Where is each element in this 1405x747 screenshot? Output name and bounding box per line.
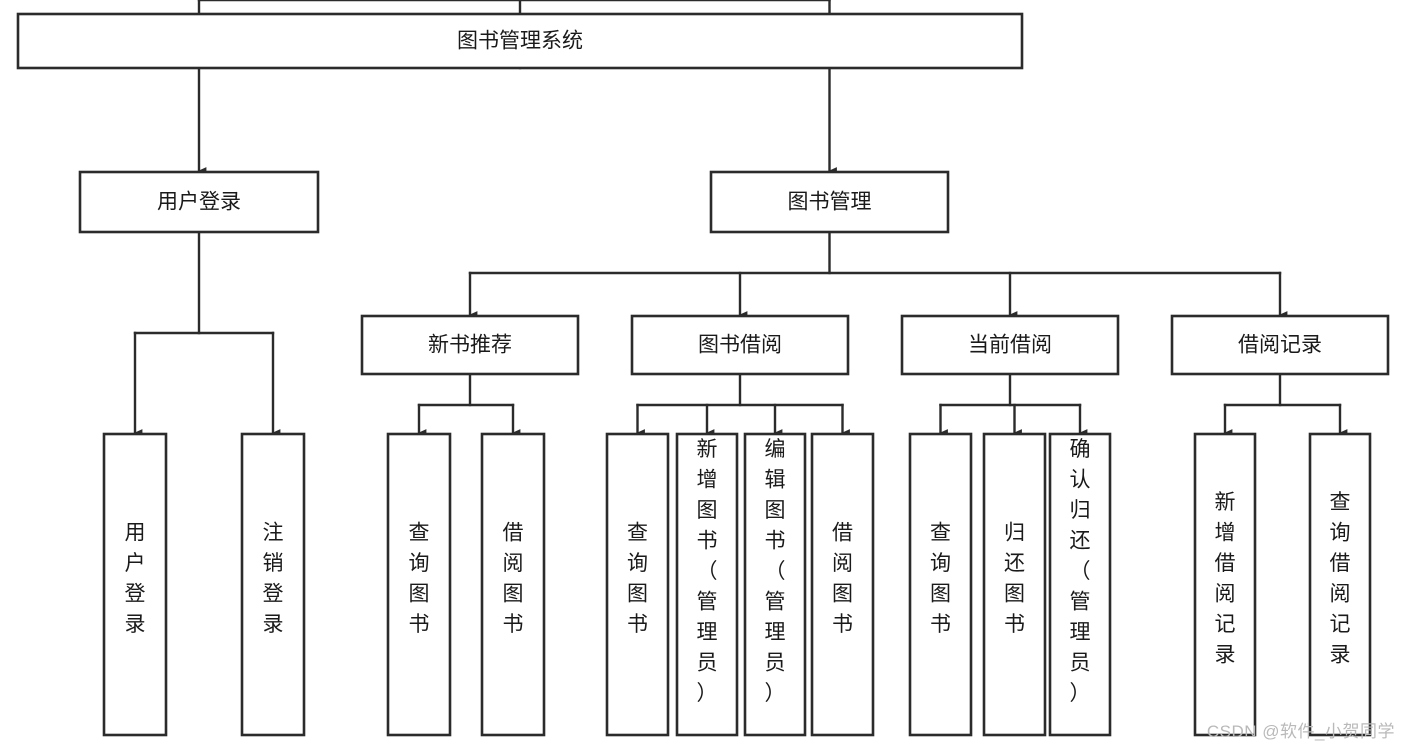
node-box-query-book-2 [605,432,670,737]
node-layer: 图书管理系统用户登录用户登录注销登录图书管理新书推荐查询图书借阅图书图书借阅查询… [16,12,1390,737]
node-label-borrow-book-1: 借阅图书 [503,522,524,637]
node-user-logout[interactable]: 注销登录 [240,432,306,737]
node-box-current-borrow [900,314,1120,376]
node-borrow-book-1[interactable]: 借阅图书 [480,432,546,737]
node-new-book-recommend[interactable]: 新书推荐 [360,314,580,376]
node-label-query-book-1: 查询图书 [409,522,430,637]
node-user-login-do[interactable]: 用户登录 [102,432,168,737]
node-box-book-manage [709,170,950,234]
node-label-confirm-return-admin: 确认归还（管理员） [1070,438,1091,705]
node-box-query-borrow-record [1308,432,1372,737]
node-label-current-borrow: 当前借阅 [968,334,1052,357]
node-box-confirm-return-admin [1048,432,1112,737]
node-label-book-borrow: 图书借阅 [698,334,782,357]
node-label-edit-book-admin: 编辑图书（管理员） [765,438,786,705]
node-borrow-records[interactable]: 借阅记录 [1170,314,1390,376]
node-add-borrow-record[interactable]: 新增借阅记录 [1193,432,1257,737]
node-box-query-book-3 [908,432,973,737]
node-box-user-login-do [102,432,168,737]
node-confirm-return-admin[interactable]: 确认归还（管理员） [1048,432,1112,737]
node-label-new-book-recommend: 新书推荐 [428,334,512,357]
node-label-query-book-2: 查询图书 [627,522,648,637]
node-user-login[interactable]: 用户登录 [78,170,320,234]
node-label-query-book-3: 查询图书 [930,522,951,637]
node-box-add-book-admin [675,432,739,737]
node-box-edit-book-admin [743,432,807,737]
node-box-new-book-recommend [360,314,580,376]
node-box-root [16,12,1024,70]
node-box-borrow-book-1 [480,432,546,737]
node-box-user-logout [240,432,306,737]
node-label-borrow-records: 借阅记录 [1238,334,1322,357]
node-query-borrow-record[interactable]: 查询借阅记录 [1308,432,1372,737]
node-current-borrow[interactable]: 当前借阅 [900,314,1120,376]
node-box-borrow-records [1170,314,1390,376]
node-label-user-logout: 注销登录 [263,522,284,637]
connector-layer [133,0,1348,437]
node-label-add-borrow-record: 新增借阅记录 [1215,491,1236,667]
node-box-user-login [78,170,320,234]
node-label-return-book: 归还图书 [1004,522,1025,637]
node-box-add-borrow-record [1193,432,1257,737]
node-borrow-book-2[interactable]: 借阅图书 [810,432,875,737]
node-edit-book-admin[interactable]: 编辑图书（管理员） [743,432,807,737]
node-box-book-borrow [630,314,850,376]
node-query-book-1[interactable]: 查询图书 [386,432,452,737]
node-label-query-borrow-record: 查询借阅记录 [1330,491,1351,667]
node-book-manage[interactable]: 图书管理 [709,170,950,234]
node-label-user-login-do: 用户登录 [125,522,146,637]
node-query-book-3[interactable]: 查询图书 [908,432,973,737]
node-box-borrow-book-2 [810,432,875,737]
node-book-borrow[interactable]: 图书借阅 [630,314,850,376]
node-label-add-book-admin: 新增图书（管理员） [697,438,718,705]
node-box-return-book [982,432,1047,737]
node-return-book[interactable]: 归还图书 [982,432,1047,737]
node-label-user-login: 用户登录 [157,191,241,214]
node-label-borrow-book-2: 借阅图书 [832,522,853,637]
node-box-query-book-1 [386,432,452,737]
node-label-root: 图书管理系统 [457,30,583,53]
node-label-book-manage: 图书管理 [788,191,872,214]
node-root[interactable]: 图书管理系统 [16,12,1024,70]
node-query-book-2[interactable]: 查询图书 [605,432,670,737]
node-add-book-admin[interactable]: 新增图书（管理员） [675,432,739,737]
